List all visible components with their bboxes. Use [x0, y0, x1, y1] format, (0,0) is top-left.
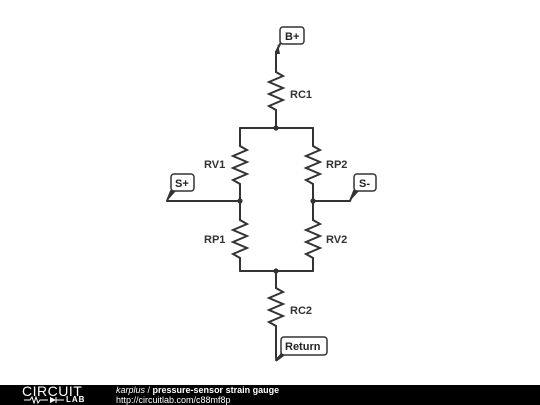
node-top: [273, 125, 279, 131]
node-mid-left: [237, 198, 243, 204]
terminal-sminus-label: S-: [359, 178, 370, 190]
logo-wordmark-top: CIRCUIT: [22, 383, 83, 399]
footer-title-line: karplus / pressure-sensor strain gauge: [116, 385, 279, 395]
footer-circuit-title: pressure-sensor strain gauge: [152, 385, 280, 395]
circuit-schematic: RC1 RV1 RP2 RP1 RV2 RC2 B+ S+ S-: [166, 26, 377, 362]
resistor-rc1: [266, 68, 286, 118]
footer-bar: CIRCUIT LAB karplus / pressure-sensor st…: [0, 383, 540, 405]
label-rv1: RV1: [204, 159, 225, 171]
footer-author[interactable]: karplus: [116, 385, 146, 395]
label-rc2: RC2: [290, 305, 312, 317]
terminal-return-label: Return: [285, 341, 321, 353]
terminal-splus: S+: [166, 173, 195, 202]
circuitlab-logo[interactable]: CIRCUIT LAB: [22, 383, 114, 405]
footer-url[interactable]: http://circuitlab.com/c88mf8p: [116, 395, 231, 405]
resistor-rv2: [303, 215, 323, 262]
label-rp2: RP2: [326, 159, 347, 171]
label-rp1: RP1: [204, 234, 225, 246]
resistor-rc2: [266, 284, 286, 332]
label-rc1: RC1: [290, 89, 312, 101]
wires: [166, 51, 351, 359]
terminal-return: Return: [275, 336, 328, 362]
resistor-rp2: [303, 142, 323, 188]
label-rv2: RV2: [326, 234, 347, 246]
logo-circuit-icon: [24, 396, 64, 404]
resistor-rv1: [230, 142, 250, 188]
node-bottom: [273, 268, 279, 274]
terminal-bplus: B+: [275, 26, 305, 54]
terminal-sminus: S-: [349, 173, 377, 202]
terminal-bplus-label: B+: [285, 31, 299, 43]
footer-info: karplus / pressure-sensor strain gauge h…: [116, 385, 279, 405]
footer-separator: /: [145, 385, 153, 395]
terminal-splus-label: S+: [175, 178, 189, 190]
node-mid-right: [310, 198, 316, 204]
resistor-rp1: [230, 215, 250, 262]
logo-wordmark-bottom: LAB: [66, 395, 86, 404]
